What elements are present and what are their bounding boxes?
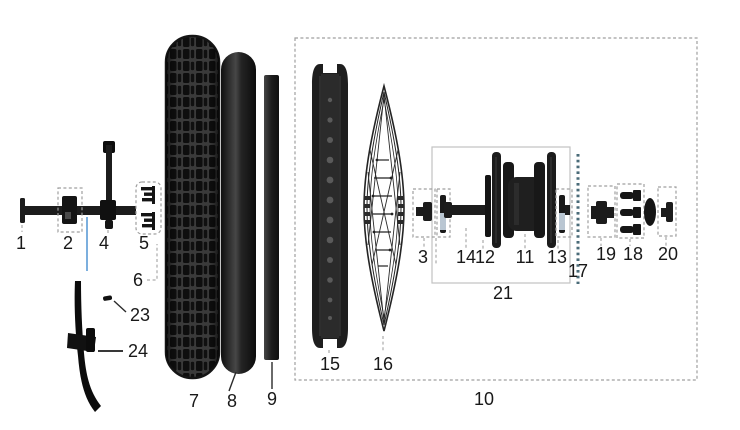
skewer-rod [106, 145, 112, 227]
springs [141, 186, 155, 230]
part-label-12: 12 [474, 247, 496, 267]
barrel-nut [644, 198, 656, 226]
part-5-outline [135, 181, 162, 235]
leader-23 [113, 300, 127, 313]
axle-end-cap [20, 198, 25, 223]
wheel-group-outline-10 [294, 37, 698, 381]
spoke-holes [326, 97, 334, 320]
part-label-16: 16 [372, 354, 394, 374]
rim [312, 64, 348, 355]
part-2-outline [57, 187, 83, 233]
part-3-outline [412, 188, 436, 238]
part-label-14: 14 [455, 247, 477, 267]
part-label-7: 7 [188, 391, 200, 411]
spoke-set [363, 82, 405, 352]
axle-assembly [20, 141, 162, 281]
stand-blade-24 [74, 281, 101, 412]
hub-flange-right-inner [534, 162, 545, 238]
lock-ring-12 [485, 175, 491, 237]
axle-rod [24, 206, 136, 215]
part-label-8: 8 [226, 391, 238, 411]
part-label-19: 19 [595, 244, 617, 264]
part-label-9: 9 [266, 389, 278, 409]
end-plug-20 [666, 202, 673, 222]
cone-adapter-19 [596, 201, 607, 224]
pin-set-18 [620, 190, 641, 235]
part-label-15: 15 [319, 354, 341, 374]
part-label-4: 4 [98, 233, 110, 253]
leader-6 [147, 244, 158, 281]
part-13-outline [555, 188, 573, 238]
part-label-13: 13 [546, 247, 568, 267]
part-label-3: 3 [417, 247, 429, 267]
part-label-21: 21 [492, 283, 514, 303]
part-label-6: 6 [132, 270, 144, 290]
part-label-17: 17 [567, 261, 589, 281]
hub-assembly [444, 152, 573, 249]
part-label-2: 2 [62, 233, 74, 253]
small-clip-23 [103, 295, 113, 301]
axle-nut [62, 196, 77, 224]
part-19-outline [587, 185, 616, 238]
leader-8 [228, 371, 237, 392]
rim-strip [264, 75, 279, 360]
part-label-5: 5 [138, 233, 150, 253]
part-18-outline [616, 183, 645, 239]
part-label-11: 11 [515, 247, 535, 267]
axle-hardware [587, 183, 677, 246]
part-label-24: 24 [127, 341, 149, 361]
axle-end-3 [423, 202, 432, 221]
part-label-18: 18 [622, 244, 644, 264]
part-label-10: 10 [473, 389, 495, 409]
inner-tube [221, 52, 256, 374]
part-label-20: 20 [657, 244, 679, 264]
part-20-outline [657, 186, 677, 237]
tire [164, 34, 221, 380]
stand-assembly [67, 281, 127, 412]
hub-axle-14 [444, 205, 490, 215]
part-label-1: 1 [15, 233, 27, 253]
part-label-23: 23 [129, 305, 151, 325]
